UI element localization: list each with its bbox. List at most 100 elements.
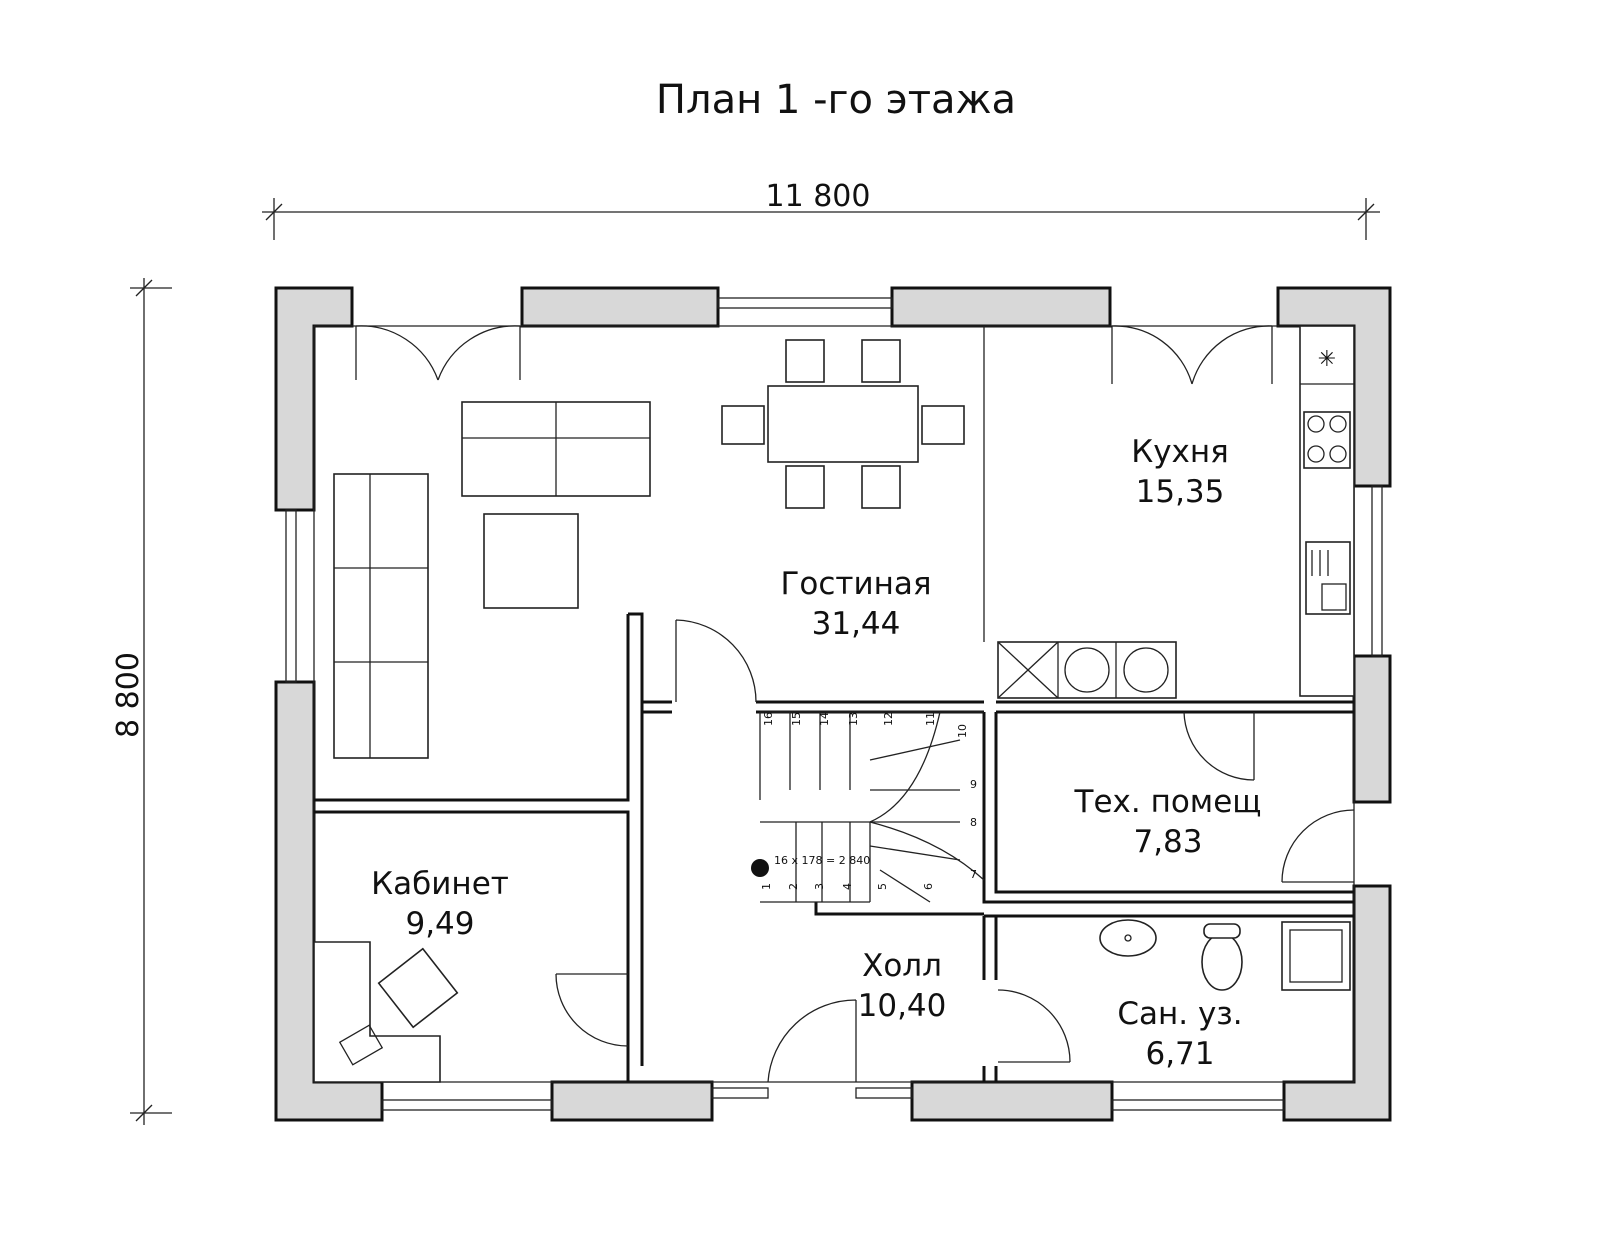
width-dimension-label: 11 800: [766, 179, 871, 214]
room-name: Гостиная: [780, 566, 931, 602]
burner-icon: [1307, 415, 1325, 433]
room-area: 9,49: [405, 906, 474, 942]
room-area: 10,40: [858, 988, 947, 1024]
sanitary-fixtures: [1099, 919, 1351, 991]
windows: [285, 297, 1383, 1111]
dining-table: [767, 385, 919, 463]
stair-boundary: [814, 902, 984, 916]
doors: [355, 325, 1355, 1083]
chair: [785, 339, 825, 383]
kitchen-furniture: ✳: [997, 325, 1355, 699]
door-tech-room: [1183, 711, 1255, 781]
stair-note: 16 x 178 = 2 840: [774, 854, 870, 867]
stair-step-number: 11: [924, 712, 937, 726]
wall-right-segment: [1352, 654, 1392, 804]
living-furniture: [333, 339, 965, 759]
toilet-tank: [1203, 923, 1241, 939]
door-kitchen-left: [1111, 325, 1193, 385]
height-dimension: 8 800: [111, 278, 172, 1125]
wall-bottom-segment-1: [910, 1080, 1114, 1122]
room-area: 31,44: [812, 606, 901, 642]
room-labels: Гостиная 31,44 Кухня 15,35 Кабинет 9,49 …: [371, 434, 1261, 1072]
stair-step-number: 2: [787, 883, 800, 890]
chair: [921, 405, 965, 445]
stair-step-number: 14: [818, 712, 831, 726]
door-kitchen-right: [1191, 325, 1273, 385]
extractor-icon: ✳: [1318, 347, 1336, 372]
washbasin-icon: [1099, 919, 1157, 957]
height-dimension-label: 8 800: [111, 652, 146, 738]
room-name: Холл: [862, 948, 942, 984]
burner-icon: [1307, 445, 1325, 463]
study-furniture: [313, 941, 459, 1083]
room-area: 6,71: [1145, 1036, 1214, 1072]
washer-icon: [1123, 647, 1169, 693]
door-study: [555, 973, 629, 1047]
tech-room-walls: [982, 712, 1354, 904]
door-living-right: [437, 325, 521, 381]
room-name: Сан. уз.: [1117, 996, 1242, 1032]
room-name: Тех. помещ: [1074, 784, 1262, 820]
stair-step-number: 6: [922, 883, 935, 890]
drain-icon: [1124, 934, 1132, 942]
room-name: Кухня: [1131, 434, 1229, 470]
plan-title: План 1 -го этажа: [656, 77, 1016, 123]
door-sanitary: [997, 989, 1071, 1063]
wall-bottom-segment-2: [550, 1080, 714, 1122]
stair-step-number: 13: [847, 712, 860, 726]
chair: [785, 465, 825, 509]
wall-top-segment-1: [520, 286, 720, 328]
window-bottom-right: [1111, 1099, 1285, 1111]
entrance-threshold: [711, 1087, 769, 1099]
office-chair: [377, 947, 459, 1029]
stair-step-number: 1: [760, 883, 773, 890]
burner-icon: [1329, 445, 1347, 463]
stair-step-number: 4: [841, 883, 854, 890]
desk: [313, 941, 441, 1083]
sofa-left: [333, 473, 429, 759]
window-top: [717, 297, 893, 309]
sink-bowl: [1321, 583, 1347, 611]
window-bottom-left: [381, 1099, 553, 1111]
stair-step-number: 12: [882, 712, 895, 726]
appliance-row: [997, 641, 1177, 699]
door-living-left: [355, 325, 439, 381]
washer-icon: [1064, 647, 1110, 693]
door-entrance: [767, 999, 857, 1083]
stair-step-number: 8: [970, 816, 977, 829]
wall-corner-bottom-right: [1282, 884, 1392, 1122]
stair-step-number: 10: [956, 724, 969, 738]
toilet-icon: [1201, 933, 1243, 991]
window-left: [285, 509, 297, 683]
stair-step-number: 9: [970, 778, 977, 791]
wall-top-segment-2: [890, 286, 1112, 328]
chair: [861, 339, 901, 383]
window-right: [1371, 485, 1383, 657]
sanitary-walls: [982, 914, 1354, 1082]
width-dimension: 11 800: [262, 179, 1380, 240]
chair: [721, 405, 765, 445]
stair-step-number: 5: [876, 883, 889, 890]
room-name: Кабинет: [371, 866, 509, 902]
partition-study-top: [314, 612, 644, 1082]
room-area: 7,83: [1133, 824, 1202, 860]
entrance-threshold: [855, 1087, 913, 1099]
stair-step-number: 15: [790, 712, 803, 726]
chair: [861, 465, 901, 509]
hob: [1303, 411, 1351, 469]
shower-tray: [1281, 921, 1351, 991]
door-tech-side: [1281, 809, 1355, 883]
stair-step-number: 3: [813, 883, 826, 890]
stair-step-number: 16: [762, 712, 775, 726]
stair-start-marker: [751, 859, 769, 877]
stair-step-number: 7: [970, 868, 977, 881]
coffee-table: [483, 513, 579, 609]
door-living-hall: [675, 619, 757, 703]
shower-tray-inner: [1289, 929, 1343, 983]
kitchen-counter: [1299, 325, 1355, 697]
room-area: 15,35: [1136, 474, 1225, 510]
computer-icon: [338, 1024, 384, 1066]
burner-icon: [1329, 415, 1347, 433]
